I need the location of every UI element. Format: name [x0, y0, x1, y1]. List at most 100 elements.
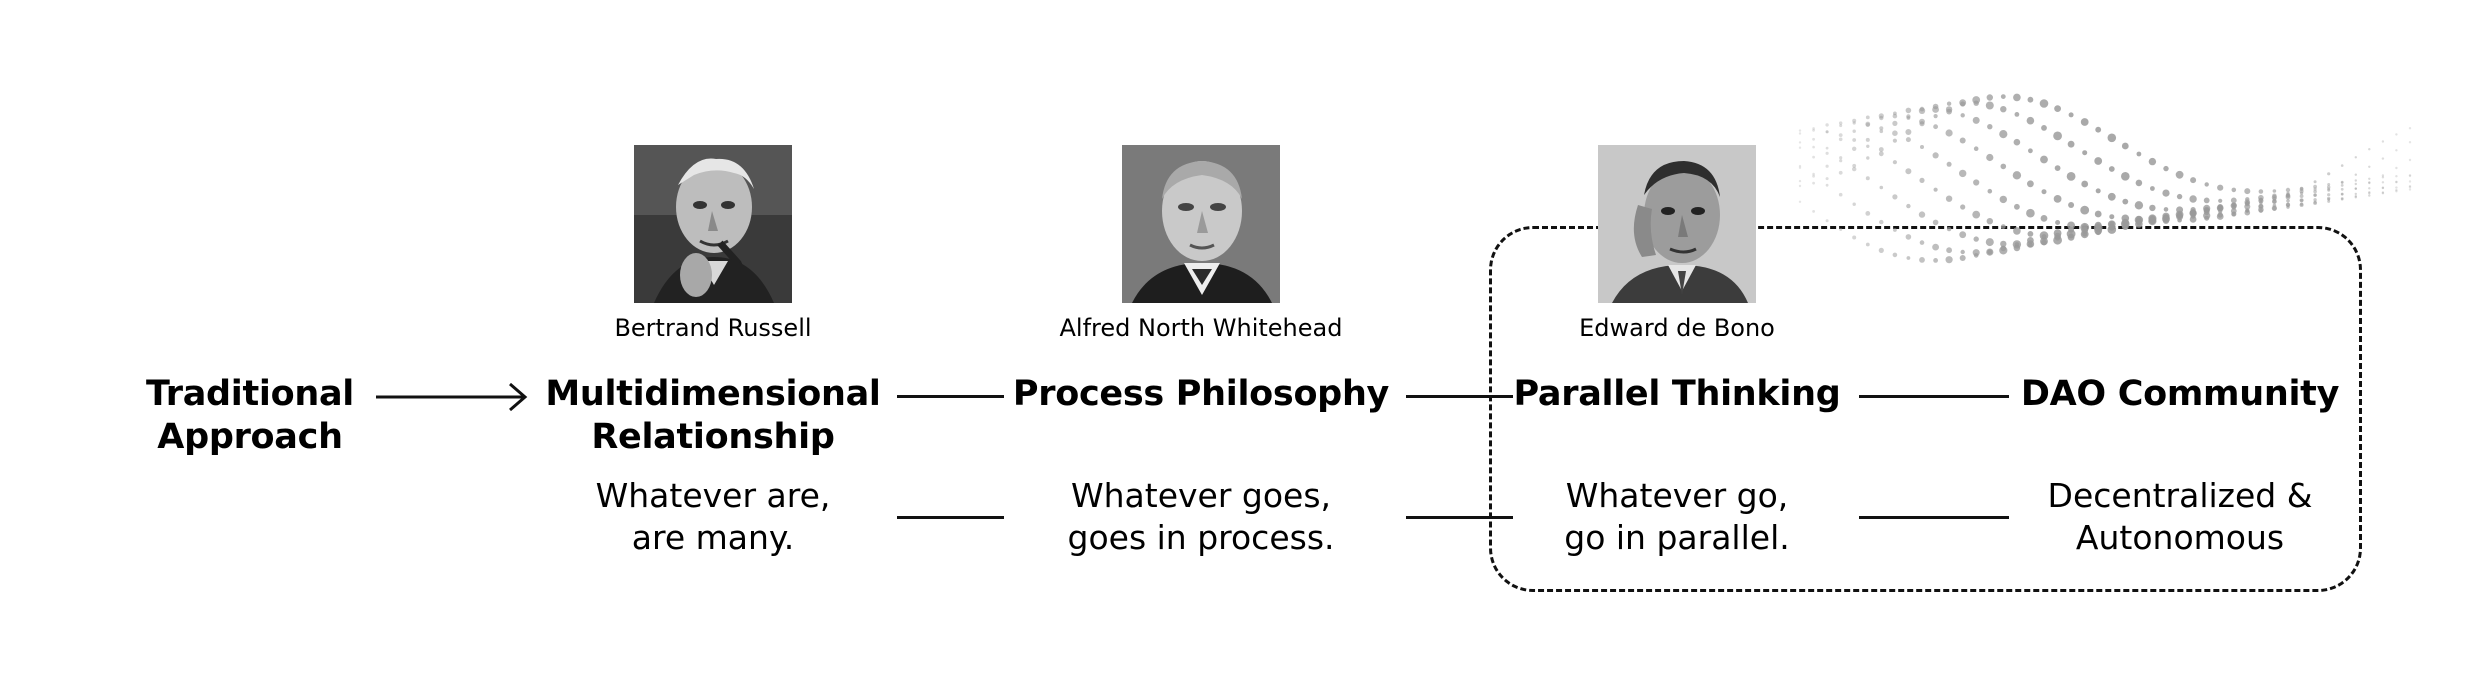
wave-dot — [2313, 200, 2317, 204]
wave-dot — [1798, 179, 1802, 183]
wave-dot — [1919, 257, 1925, 263]
wave-dot — [2340, 197, 2344, 200]
wave-dot — [1892, 138, 1897, 143]
wave-dot — [2149, 204, 2156, 212]
wave-dot — [1945, 129, 1953, 137]
wave-dot — [2081, 180, 2089, 188]
wave-dot — [1972, 210, 1981, 219]
wave-dot — [2012, 240, 2022, 249]
wave-dot — [1946, 226, 1952, 232]
wave-dot — [2148, 157, 2157, 166]
wave-dot — [1945, 195, 1953, 202]
wave-dot — [1946, 101, 1952, 106]
wave-dot — [2055, 220, 2061, 225]
wave-dot — [2245, 208, 2250, 213]
wave-dot — [2026, 116, 2035, 125]
wave-dot — [2354, 173, 2357, 176]
wave-dot — [2068, 112, 2074, 118]
wave-dot — [2040, 237, 2048, 246]
wave-dot — [2039, 99, 2049, 108]
stage-title-multidimensional: Multidimensional Relationship — [545, 374, 881, 457]
wave-dot — [2271, 205, 2277, 211]
bertrand-russell-portrait — [634, 145, 792, 303]
wave-dot — [2204, 215, 2210, 221]
wave-dot — [1798, 166, 1802, 169]
wave-dot — [1839, 228, 1843, 231]
wave-dot — [2395, 166, 2398, 170]
wave-dot — [1878, 147, 1884, 152]
wave-dot — [1879, 185, 1884, 190]
wave-dot — [2000, 245, 2007, 252]
wave-dot — [2368, 181, 2371, 185]
wave-dot — [1959, 255, 1966, 261]
wave-dot — [1919, 118, 1925, 125]
stage-title-traditional: Traditional Approach — [146, 374, 354, 457]
wave-dot — [1839, 124, 1843, 128]
wave-dot — [1852, 235, 1857, 240]
wave-dot — [1959, 169, 1967, 178]
wave-dot — [1893, 228, 1897, 232]
wave-dot — [1825, 130, 1829, 134]
stage-title-process: Process Philosophy — [1012, 374, 1390, 414]
wave-dot — [2053, 229, 2062, 238]
wave-dot — [2000, 224, 2006, 230]
wave-dot — [1852, 166, 1857, 172]
wave-dot — [2395, 180, 2398, 183]
wave-dot — [1812, 174, 1815, 178]
wave-dot — [2258, 189, 2264, 194]
wave-dot — [2272, 189, 2277, 193]
wave-dot — [1932, 243, 1939, 251]
wave-dot — [1973, 179, 1980, 186]
wave-dot — [1905, 129, 1912, 135]
wave-dot — [2381, 174, 2385, 177]
wave-dot — [1985, 238, 1994, 247]
wave-dot — [2121, 172, 2130, 181]
wave-dot — [1798, 184, 1802, 188]
wave-dot — [1945, 256, 1953, 264]
wave-dot — [1866, 156, 1870, 160]
wave-dot — [2368, 165, 2371, 168]
wave-dot — [1933, 258, 1938, 263]
wave-dot — [2012, 171, 2022, 180]
wave-dot — [1986, 248, 1994, 256]
wave-dot — [2204, 182, 2209, 187]
wave-dot — [2327, 172, 2331, 176]
wave-dot — [1892, 194, 1898, 200]
wave-dot — [2340, 192, 2344, 196]
wave-dot — [2408, 188, 2412, 191]
wave-dot — [1919, 106, 1925, 112]
wave-dot — [2258, 204, 2264, 210]
wave-dot — [1825, 146, 1829, 150]
stage-title-parallel: Parallel Thinking — [1513, 374, 1841, 414]
wave-dot — [2053, 195, 2062, 203]
wave-dot — [1933, 114, 1938, 119]
wave-dot — [2107, 133, 2117, 143]
wave-dot — [1879, 129, 1884, 134]
wave-dot — [2175, 170, 2184, 179]
wave-dot — [1852, 138, 1857, 142]
wave-dot — [2340, 164, 2344, 167]
wave-dot — [2244, 188, 2251, 195]
wave-dot — [1812, 181, 1815, 185]
wave-dot — [2368, 177, 2371, 180]
wave-dot — [2000, 106, 2007, 113]
wave-dot — [2381, 140, 2385, 143]
wave-dot — [1838, 137, 1843, 142]
wave-dot — [2000, 163, 2007, 170]
wave-dot — [2189, 216, 2197, 223]
connector-title-multidimensional-process — [897, 395, 1004, 398]
wave-dot — [2231, 211, 2237, 217]
wave-dot — [1866, 144, 1870, 148]
wave-dot — [2381, 181, 2385, 184]
wave-dot — [2041, 125, 2047, 131]
wave-dot — [1839, 159, 1843, 163]
wave-dot — [2327, 197, 2331, 201]
wave-dot — [2368, 191, 2371, 194]
wave-dot — [2163, 207, 2169, 212]
wave-dot — [1918, 211, 1926, 218]
wave-dot — [2408, 174, 2412, 178]
wave-dot — [2109, 221, 2115, 227]
wave-dot — [2381, 157, 2385, 160]
wave-dot — [2216, 213, 2224, 220]
wave-dot — [1852, 118, 1857, 123]
